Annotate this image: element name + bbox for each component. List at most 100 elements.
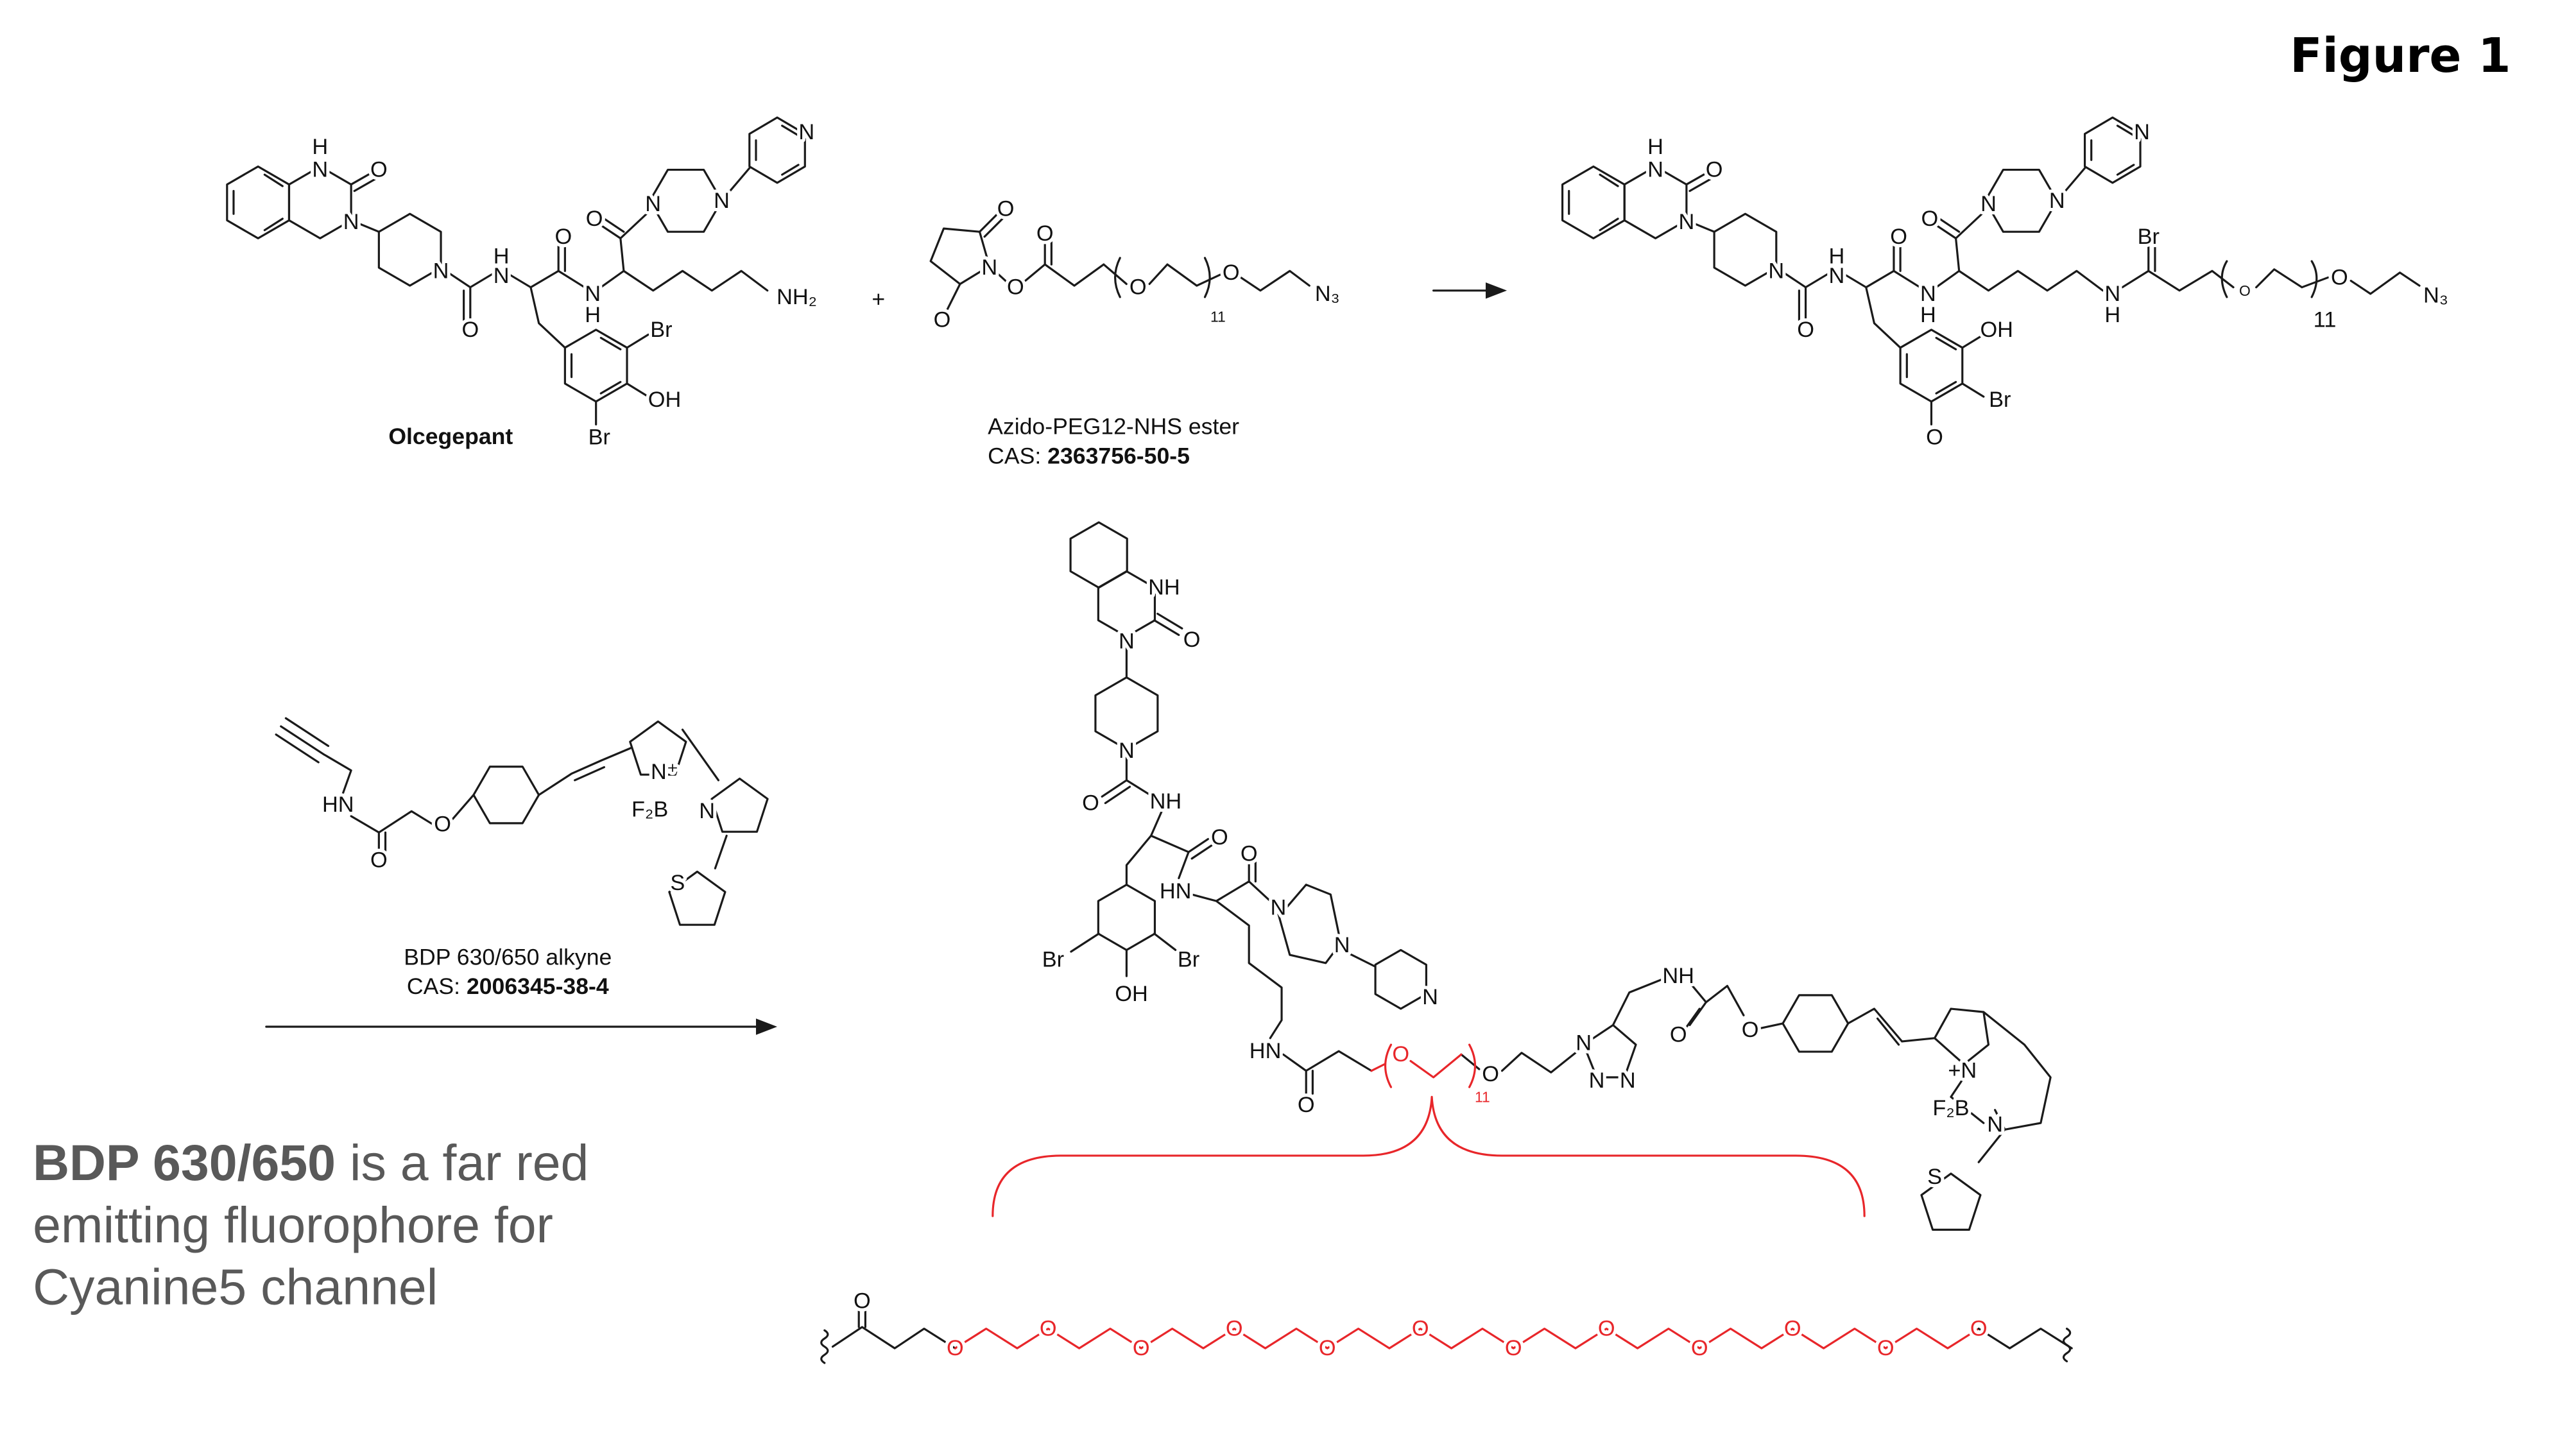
atom-label: O xyxy=(1226,1317,1243,1341)
atom-label: O xyxy=(1691,1336,1708,1360)
atom-label: H xyxy=(1920,303,1936,327)
atom-label: O xyxy=(1505,1336,1522,1360)
cas-number: 2363756-50-5 xyxy=(1047,443,1190,468)
cas-prefix: CAS: xyxy=(988,443,1047,468)
atom-label: O xyxy=(370,848,388,873)
cas-prefix: CAS: xyxy=(407,973,467,999)
atom-label: NH xyxy=(1662,964,1694,988)
atom-label: 11 xyxy=(1475,1088,1490,1105)
atom-label: N xyxy=(343,210,359,234)
atom-label: O xyxy=(370,158,388,182)
atom-label: N xyxy=(981,255,997,280)
atom-label: N xyxy=(1119,739,1135,763)
atom-label: O xyxy=(1082,791,1099,816)
atom-label: N xyxy=(1980,192,1997,216)
atom-label: H xyxy=(585,303,601,327)
atom-label: N xyxy=(1987,1113,2003,1137)
atom-label: O xyxy=(1784,1317,1801,1341)
atom-label: N xyxy=(1678,210,1694,234)
atom-label: O xyxy=(934,308,951,332)
plus-sign: + xyxy=(872,286,885,312)
atom-label: N xyxy=(1620,1068,1636,1093)
atom-label: N xyxy=(433,259,449,283)
atom-label: O xyxy=(1797,318,1814,342)
atom-label: HN xyxy=(322,792,354,817)
bdp-alkyne-cas: CAS: 2006345-38-4 xyxy=(407,973,609,999)
atom-label: N⁺ xyxy=(651,760,678,784)
atom-label: O xyxy=(1319,1336,1336,1360)
note-line-3: Cyanine5 channel xyxy=(33,1258,438,1315)
atom-label: O xyxy=(1890,225,1907,249)
atom-label: NH xyxy=(1150,789,1182,814)
cas-number: 2006345-38-4 xyxy=(467,973,609,999)
atom-label: O xyxy=(854,1289,871,1313)
atom-label: O xyxy=(434,812,451,837)
olcegepant-label: Olcegepant xyxy=(388,424,513,449)
atom-label: O xyxy=(2331,265,2348,289)
atom-label: N xyxy=(1920,282,1936,306)
note-rest: is a far red xyxy=(336,1135,588,1191)
atom-label: N xyxy=(1422,985,1438,1009)
atom-label: O xyxy=(1130,275,1147,300)
atom-label: O xyxy=(1598,1317,1615,1341)
note-bold: BDP 630/650 xyxy=(33,1135,336,1191)
atom-label: N xyxy=(2134,120,2150,144)
atom-label: OH xyxy=(1115,982,1148,1006)
atom-label: O xyxy=(1877,1336,1894,1360)
note-line-1: BDP 630/650 is a far red xyxy=(33,1135,588,1191)
atom-label: S xyxy=(1927,1165,1942,1189)
atom-label: 11 xyxy=(2314,308,2337,332)
atom-label: N xyxy=(2104,282,2120,306)
atom-label: N xyxy=(312,158,328,182)
atom-label: F₂B xyxy=(1932,1096,1969,1120)
atom-label: NH xyxy=(1148,576,1180,600)
atom-label: O xyxy=(1412,1317,1429,1341)
atom-label: O xyxy=(1223,261,1240,285)
atom-label: Br xyxy=(650,318,672,342)
atom-label: O xyxy=(1742,1018,1759,1042)
atom-label: Br xyxy=(1178,948,1199,972)
atom-label: N xyxy=(585,282,601,306)
atom-label: N xyxy=(798,120,814,144)
atom-label: O xyxy=(997,197,1015,221)
atom-label: Br xyxy=(1989,388,2011,412)
atom-label: N xyxy=(1576,1031,1592,1055)
atom-label: OH xyxy=(1980,318,2013,342)
atom-label: N xyxy=(2049,189,2065,213)
atom-label: O xyxy=(1921,207,1939,231)
atom-label: F₂B xyxy=(631,798,668,822)
atom-label: +N xyxy=(1948,1059,1977,1083)
atom-label: O xyxy=(461,318,479,342)
atom-label: N xyxy=(714,189,730,213)
azido-peg12-nhs-label: Azido-PEG12-NHS ester xyxy=(988,414,1239,440)
note-line-2: emitting fluorophore for xyxy=(33,1197,553,1253)
atom-label: 11 xyxy=(1210,308,1226,325)
atom-label: N xyxy=(494,264,510,288)
atom-label: N₃ xyxy=(1315,282,1340,306)
atom-label: H xyxy=(312,135,328,159)
atom-label: Br xyxy=(588,425,610,450)
atom-label: Br xyxy=(2138,225,2160,249)
atom-label: N xyxy=(1829,264,1845,288)
bdp-alkyne-label: BDP 630/650 alkyne xyxy=(404,944,612,970)
atom-label: O xyxy=(1482,1062,1499,1086)
atom-label: O xyxy=(947,1336,964,1360)
atom-label: N xyxy=(1647,158,1663,182)
atom-label: HN xyxy=(1250,1039,1282,1063)
atom-label: O xyxy=(1298,1093,1315,1117)
atom-label: O xyxy=(1926,425,1943,450)
atom-label: O xyxy=(586,207,603,231)
atom-label: O xyxy=(1392,1042,1409,1066)
atom-label: N xyxy=(1589,1068,1605,1093)
atom-label: O xyxy=(1183,628,1201,652)
azido-peg12-nhs-cas: CAS: 2363756-50-5 xyxy=(988,443,1190,468)
atom-label: O xyxy=(1706,158,1723,182)
atom-label: H xyxy=(1829,244,1845,268)
atom-label: O xyxy=(1007,275,1024,300)
